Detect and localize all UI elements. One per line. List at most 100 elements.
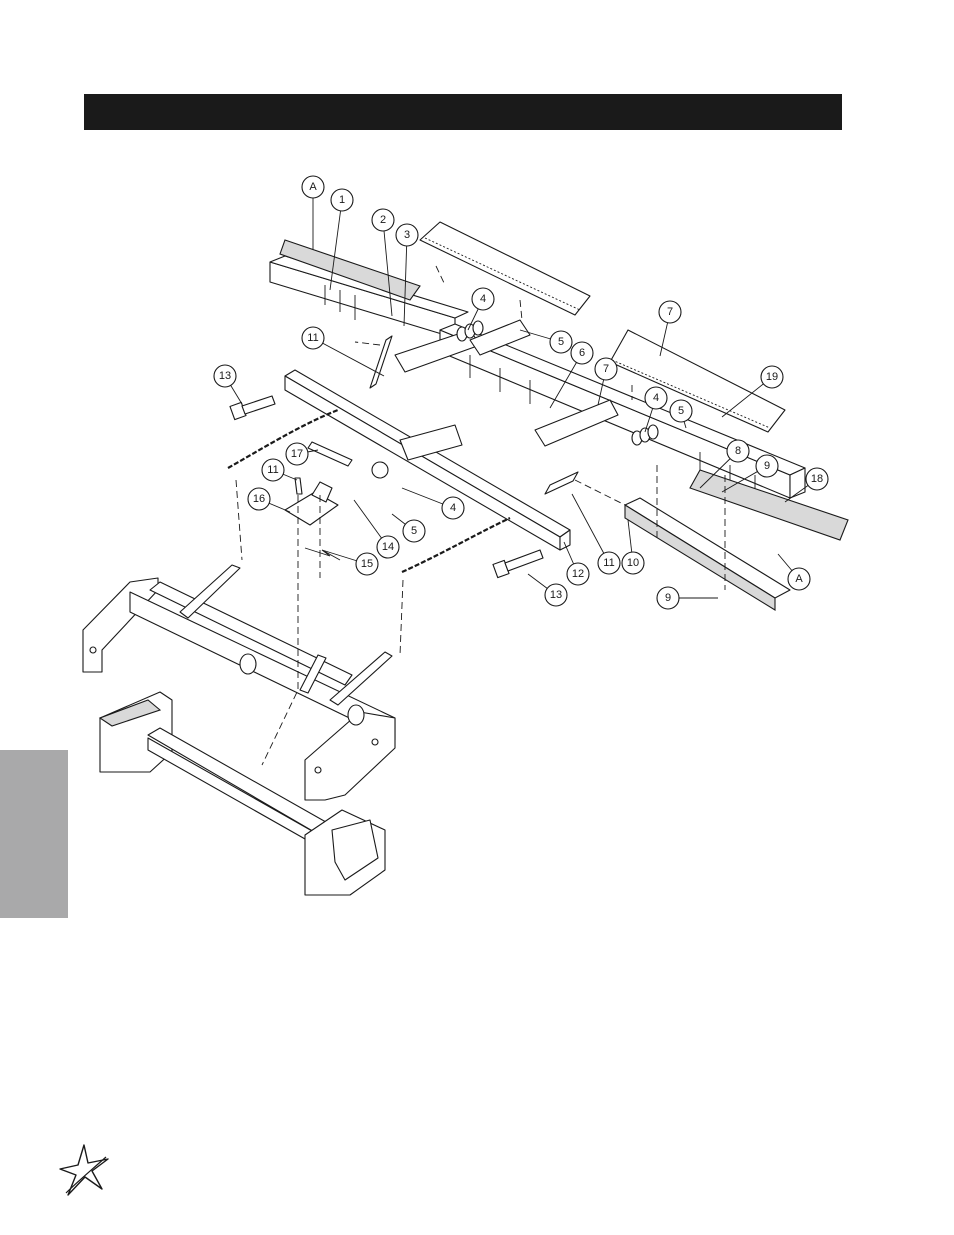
callout-11: 11	[261, 458, 298, 482]
tongue-frame	[284, 369, 571, 551]
callout-label: 6	[579, 347, 585, 359]
callout-circle	[787, 567, 811, 591]
spring-4-right	[631, 424, 659, 446]
callout-13: 13	[527, 573, 568, 607]
callout-label: 11	[267, 464, 278, 476]
callout-6: 6	[549, 341, 594, 409]
spring-clip	[304, 547, 341, 561]
callout-label: 18	[811, 473, 823, 485]
callout-leader	[403, 234, 408, 327]
callout-label: 4	[480, 293, 486, 305]
callout-11: 11	[571, 493, 621, 575]
pin-17	[307, 441, 353, 467]
callout-circle	[644, 386, 668, 410]
callout-7: 7	[658, 300, 682, 357]
callout-18: 18	[784, 467, 829, 503]
callout-5: 5	[669, 399, 693, 429]
left-cutting-blade	[279, 239, 421, 301]
callout-circle	[760, 365, 784, 389]
callout-circle	[355, 552, 379, 576]
callout-14: 14	[353, 499, 400, 559]
callout-circle	[301, 175, 325, 199]
callout-12: 12	[563, 541, 590, 586]
callout-label: 2	[380, 214, 386, 226]
clevis-bracket-ear	[311, 481, 333, 503]
pin-11-mid	[294, 477, 303, 495]
callout-label: 16	[253, 493, 265, 505]
star-swoosh-logo-icon	[59, 1144, 109, 1196]
chain-left	[227, 408, 339, 469]
callout-circle	[658, 300, 682, 324]
callout-circle	[376, 535, 400, 559]
callout-4: 4	[467, 287, 495, 331]
callout-4: 4	[401, 487, 465, 520]
chain-right	[401, 517, 511, 574]
right-cutting-blade	[609, 329, 786, 433]
callout-circle	[441, 496, 465, 520]
callout-11: 11	[301, 326, 385, 377]
callout-circle	[395, 223, 419, 247]
callout-circle	[755, 454, 779, 478]
callout-label: 12	[572, 568, 584, 580]
callout-2: 2	[371, 208, 395, 317]
callout-1: 1	[329, 188, 354, 291]
assembly-lines	[235, 265, 726, 766]
callout-label: 10	[627, 557, 639, 569]
callout-A: A	[301, 175, 325, 250]
callout-label: 4	[653, 392, 659, 404]
callout-leader	[571, 493, 610, 564]
callout-circle	[544, 583, 568, 607]
callout-5: 5	[519, 329, 573, 354]
callout-label: 4	[450, 502, 456, 514]
bolt-13-right	[492, 549, 544, 579]
section-side-tab	[0, 750, 68, 918]
callout-4: 4	[644, 386, 668, 433]
callout-label: 8	[735, 445, 741, 457]
callout-circle	[549, 330, 573, 354]
callout-label: 11	[307, 332, 318, 344]
callout-circle	[471, 287, 495, 311]
callout-label: 9	[665, 592, 671, 604]
callout-label: 13	[219, 370, 231, 382]
bolt-13-left	[229, 395, 276, 421]
callout-17: 17	[285, 442, 319, 466]
roller-tube	[98, 691, 386, 896]
callout-circle	[805, 467, 829, 491]
callout-circle	[594, 357, 618, 381]
callout-label: 15	[361, 558, 373, 570]
callout-10: 10	[621, 519, 645, 575]
callout-circle	[301, 326, 325, 350]
clevis-bracket	[284, 491, 339, 526]
callout-3: 3	[395, 223, 419, 327]
callout-label: 5	[678, 405, 684, 417]
callout-leader	[312, 337, 385, 377]
callout-circle	[402, 519, 426, 543]
callout-label: 9	[764, 460, 770, 472]
callout-label: 11	[603, 557, 614, 569]
callout-19: 19	[721, 365, 784, 418]
callout-label: 1	[339, 194, 345, 206]
callout-label: 5	[411, 525, 417, 537]
callout-label: A	[795, 573, 803, 585]
callout-label: 14	[382, 541, 394, 553]
callout-circle	[330, 188, 354, 212]
callout-circle	[261, 458, 285, 482]
callout-circle	[247, 487, 271, 511]
callout-circle	[213, 364, 237, 388]
callout-16: 16	[247, 487, 291, 513]
upper-cutting-blade	[419, 221, 591, 316]
callout-circle	[726, 439, 750, 463]
skid-shoe-base	[624, 504, 776, 611]
callout-A: A	[777, 553, 811, 591]
callout-circle	[570, 341, 594, 365]
callout-9: 9	[721, 454, 779, 493]
callout-label: 7	[667, 306, 673, 318]
callout-circle	[621, 551, 645, 575]
callout-5: 5	[391, 513, 426, 543]
callout-leader	[382, 219, 393, 317]
callout-label: 5	[558, 336, 564, 348]
callout-circle	[566, 562, 590, 586]
callout-circle	[597, 551, 621, 575]
